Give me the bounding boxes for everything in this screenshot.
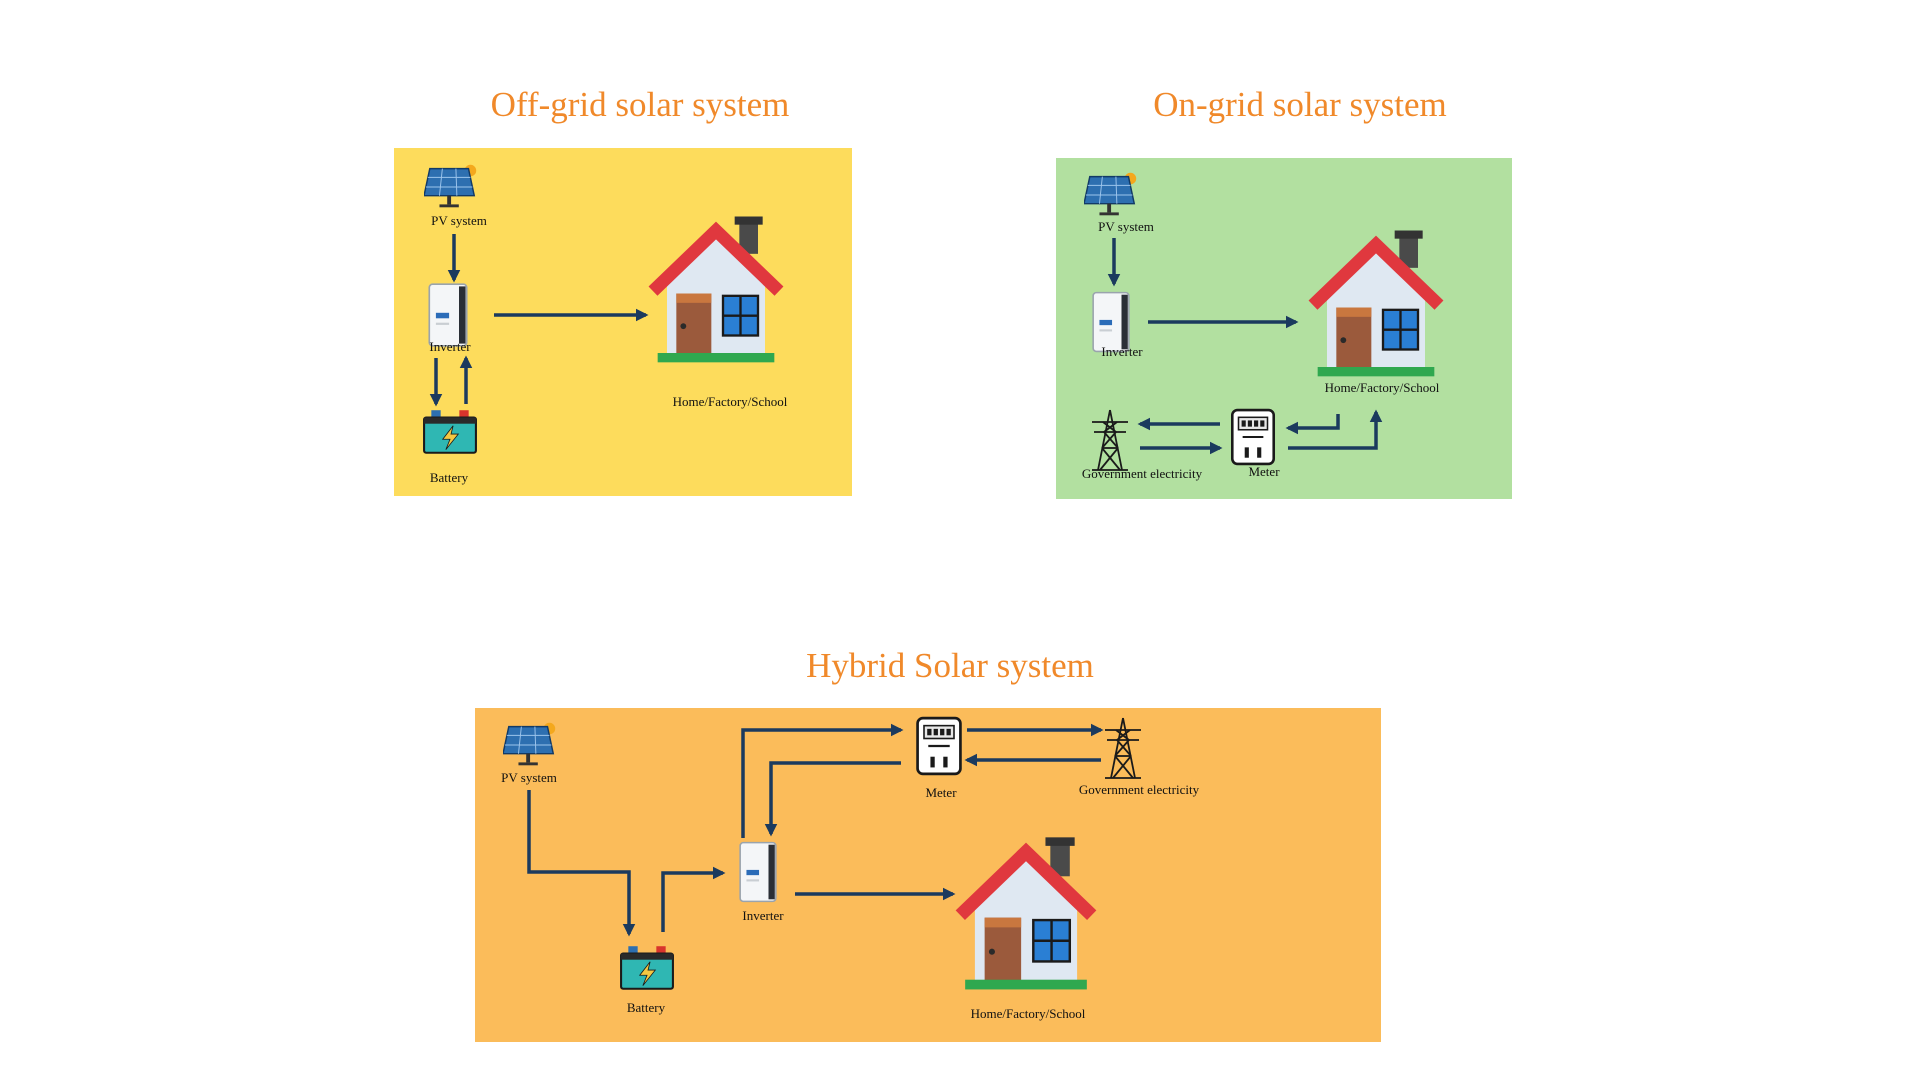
hybrid-panel: PV system Battery Inverter Meter Governm… (475, 708, 1381, 1042)
hybrid-meter-label: Meter (925, 785, 957, 800)
battery-icon (619, 944, 675, 992)
hybrid-home-label: Home/Factory/School (970, 1006, 1086, 1021)
ongrid-inverter-label: Inverter (1101, 344, 1143, 359)
electric-meter-icon (1230, 408, 1276, 466)
hybrid-arrows (527, 723, 1104, 937)
offgrid-arrows (429, 234, 649, 407)
transmission-tower-icon (1088, 408, 1132, 472)
hybrid-title: Hybrid Solar system (806, 646, 1094, 685)
offgrid-home-label: Home/Factory/School (672, 394, 788, 409)
offgrid-title: Off-grid solar system (490, 85, 790, 124)
solar-panel-icon (424, 162, 482, 212)
arrow-meter-to-home (1288, 409, 1383, 450)
hybrid-pv-label: PV system (501, 770, 557, 785)
offgrid-panel: PV system Inverter Battery Home/Factory/… (394, 148, 852, 496)
ongrid-grid-label: Government electricity (1081, 466, 1203, 481)
arrow-inverter-to-meter (741, 723, 904, 838)
offgrid-pv-label: PV system (431, 213, 487, 228)
ongrid-home-label: Home/Factory/School (1324, 380, 1440, 395)
arrow-pv-to-battery (527, 790, 636, 937)
solar-panel-icon (503, 720, 561, 770)
hybrid-battery-label: Battery (626, 1000, 666, 1015)
arrow-home-to-meter (1285, 414, 1340, 435)
offgrid-inverter-label: Inverter (429, 339, 471, 354)
ongrid-arrows (1107, 238, 1383, 455)
electric-meter-icon (915, 716, 963, 776)
house-icon (953, 834, 1099, 994)
solar-panel-icon (1084, 170, 1142, 220)
ongrid-meter-label: Meter (1248, 464, 1280, 479)
ongrid-title: On-grid solar system (1153, 85, 1447, 124)
ongrid-panel: PV system Inverter Home/Factory/School G… (1056, 158, 1512, 499)
hybrid-grid-label: Government electricity (1078, 782, 1200, 797)
house-icon (646, 214, 786, 366)
arrow-meter-to-inverter (764, 761, 901, 837)
transmission-tower-icon (1101, 716, 1145, 780)
ongrid-pv-label: PV system (1098, 219, 1154, 234)
hybrid-inverter-label: Inverter (742, 908, 784, 923)
house-icon (1306, 228, 1446, 380)
battery-icon (422, 408, 478, 456)
inverter-icon (737, 840, 779, 904)
offgrid-battery-label: Battery (429, 470, 469, 485)
arrow-battery-to-inverter (661, 866, 726, 932)
